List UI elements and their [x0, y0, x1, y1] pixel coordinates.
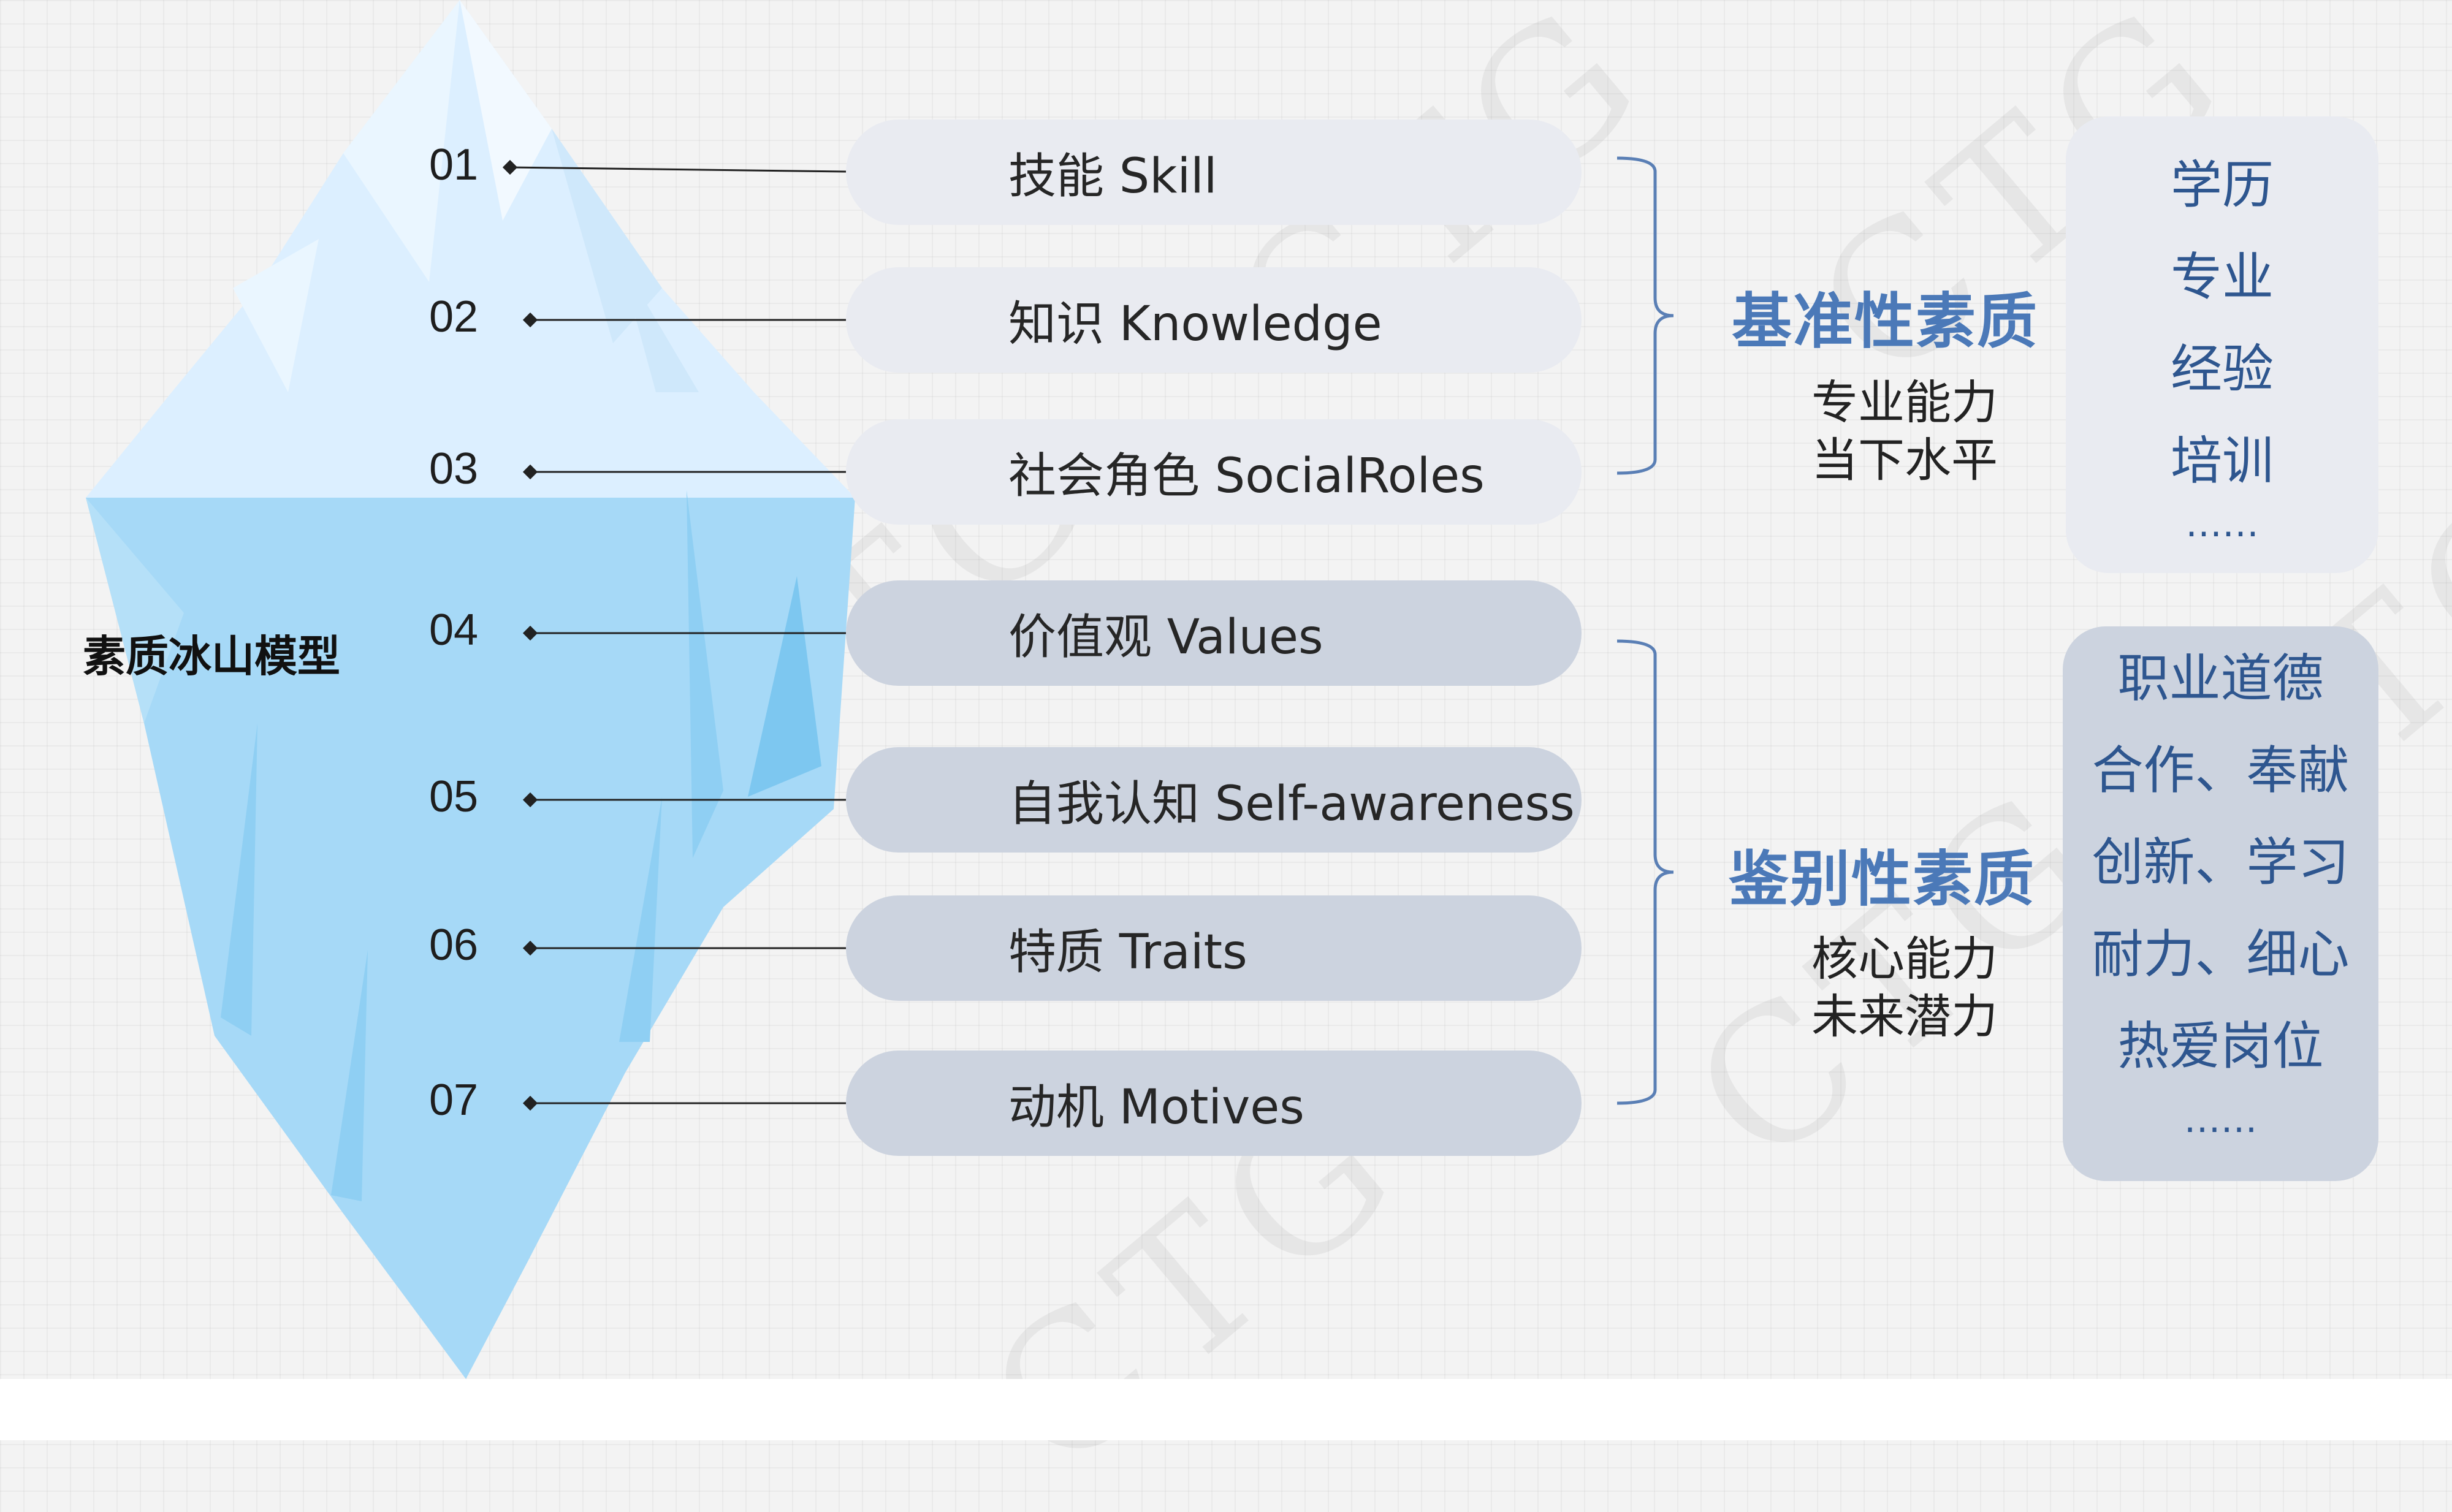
iceberg-shard: [687, 490, 723, 858]
level-pill: 特质 Traits: [846, 895, 1582, 1001]
iceberg-shard: [331, 950, 368, 1201]
group-desc-baseline: 专业能力 当下水平: [1811, 374, 1998, 489]
desc-line: 未来潜力: [1811, 989, 1998, 1044]
panel-item: 耐力、细心: [2092, 924, 2350, 984]
model-title: 素质冰山模型: [83, 631, 340, 682]
level-label: 动机 Motives: [1008, 1080, 1304, 1135]
level-label: 技能 Skill: [1008, 149, 1217, 204]
group-title-differentiating: 鉴别性素质: [1729, 845, 2036, 914]
level-pill: 技能 Skill: [846, 120, 1582, 225]
iceberg-highlight: [343, 0, 460, 282]
level-label: 价值观 Values: [1008, 610, 1323, 665]
desc-line: 当下水平: [1811, 433, 1998, 487]
group-desc-differentiating: 核心能力 未来潜力: [1811, 930, 1998, 1046]
iceberg-highlight: [233, 239, 319, 392]
bracket-differentiating: [1616, 639, 1674, 1105]
panel-item: 培训: [2170, 431, 2274, 491]
level-pill: 知识 Knowledge: [846, 267, 1582, 373]
iceberg-below-water: [86, 498, 855, 1379]
iceberg-highlight: [460, 0, 552, 221]
level-pill: 社会角色 SocialRoles: [846, 419, 1582, 525]
panel-item: 合作、奉献: [2092, 740, 2350, 800]
level-number: 02: [429, 292, 479, 341]
iceberg-model-slide: CTG CTG CTG CTG CTG CTG CTG: [83, 0, 2452, 1512]
level-label: 知识 Knowledge: [1008, 297, 1382, 352]
panel-differentiating-items: 职业道德 合作、奉献 创新、学习 耐力、细心 热爱岗位 ……: [2063, 626, 2378, 1181]
iceberg-shade: [86, 498, 184, 723]
panel-item: 职业道德: [2117, 648, 2324, 709]
panel-item: 创新、学习: [2092, 832, 2350, 892]
iceberg-shade: [619, 257, 699, 392]
level-label: 自我认知 Self-awareness: [1008, 777, 1575, 832]
bracket-baseline: [1616, 156, 1674, 475]
level-label: 社会角色 SocialRoles: [1008, 449, 1485, 504]
panel-item: ……: [2184, 1098, 2258, 1141]
connector-lines: [502, 159, 847, 1111]
level-pill: 价值观 Values: [846, 580, 1582, 686]
panel-item: 专业: [2170, 247, 2274, 307]
level-pill: 自我认知 Self-awareness: [846, 747, 1582, 853]
desc-line: 专业能力: [1811, 375, 1998, 430]
panel-item: 经验: [2170, 339, 2274, 399]
iceberg-illustration: [86, 0, 855, 1379]
panel-item: 学历: [2170, 155, 2274, 215]
panel-item: 热爱岗位: [2117, 1016, 2324, 1076]
level-number: 04: [429, 606, 479, 655]
level-number: 07: [429, 1076, 479, 1125]
iceberg-above-water: [86, 0, 855, 498]
level-number: 06: [429, 921, 479, 970]
level-number: 01: [429, 140, 479, 189]
panel-item: ……: [2185, 503, 2259, 545]
iceberg-shard: [748, 576, 821, 797]
iceberg-shard: [619, 797, 662, 1042]
level-pill: 动机 Motives: [846, 1050, 1582, 1156]
level-number: 05: [429, 772, 479, 821]
group-title-baseline: 基准性素质: [1732, 287, 2039, 357]
level-label: 特质 Traits: [1008, 925, 1247, 980]
iceberg-shard: [221, 723, 257, 1036]
bottom-strip: [0, 1379, 2452, 1440]
desc-line: 核心能力: [1811, 932, 1998, 986]
level-number: 03: [429, 444, 479, 493]
panel-baseline-items: 学历 专业 经验 培训 ……: [2066, 116, 2378, 573]
